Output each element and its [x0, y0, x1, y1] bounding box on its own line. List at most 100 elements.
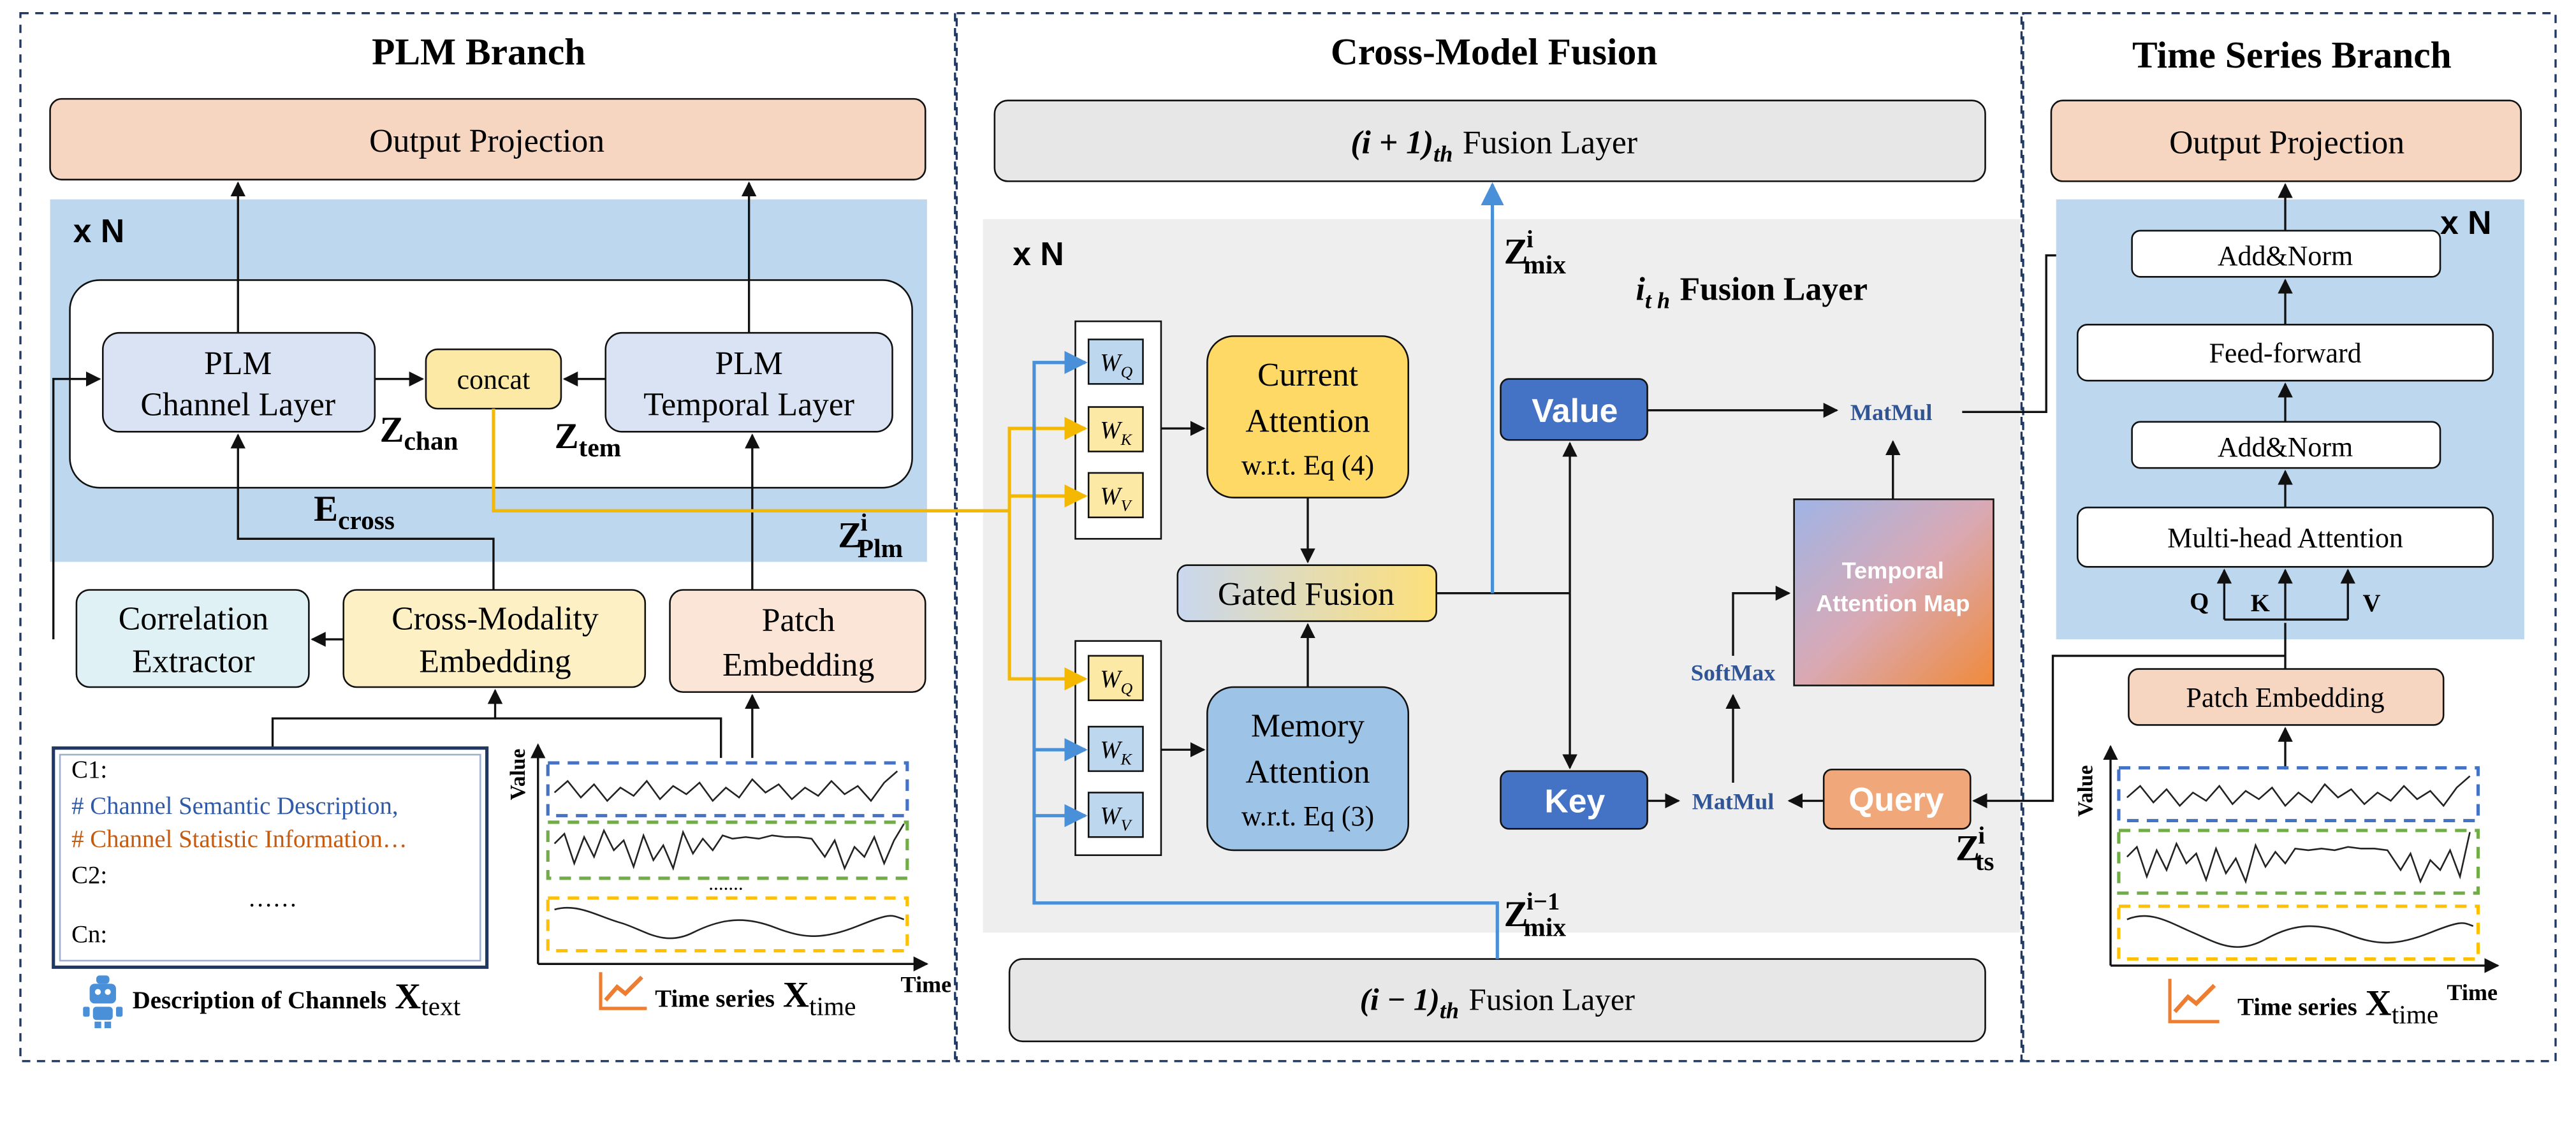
- plm-series-line-3: [554, 906, 905, 940]
- ts-output-projection-label: Output Projection: [2169, 124, 2404, 161]
- plm-series-chart: Value Time .......: [506, 743, 951, 997]
- current-attention-label-3: w.r.t. Eq (4): [1241, 450, 1374, 481]
- description-line-c2: C2:: [71, 862, 107, 889]
- cross-modality-embedding-label: Cross-Modality: [392, 601, 599, 637]
- plm-series-line-2: [553, 823, 905, 871]
- next-fusion-layer-box: [993, 99, 1986, 182]
- z-plm-to-wq-bottom: [1007, 511, 1088, 691]
- z-plm-to-wk-top: [1007, 417, 1088, 511]
- correlation-extractor-label-2: Extractor: [132, 644, 254, 680]
- gated-fusion-label: Gated Fusion: [1218, 576, 1394, 613]
- plm-output-projection-label: Output Projection: [369, 123, 604, 159]
- correlation-extractor-label: Correlation: [119, 601, 269, 637]
- z-tem-label: Ztem: [555, 416, 622, 462]
- text-input-to-cross-arrow: [271, 688, 503, 750]
- temporal-attention-map: [1793, 498, 1994, 686]
- robot-icon: [83, 975, 123, 1029]
- query-label: Query: [1848, 781, 1944, 818]
- ts-v-label: V: [2363, 590, 2381, 617]
- wk-box-bottom: [1087, 725, 1144, 773]
- matmul-bottom-label: MatMul: [1692, 788, 1775, 814]
- temporal-attention-map-label-1: Temporal: [1842, 557, 1944, 583]
- description-line-statistic: # Channel Statistic Information…: [71, 825, 407, 853]
- ts-q-label: Q: [2190, 588, 2209, 616]
- fusion-title: Cross-Model Fusion: [1331, 31, 1657, 73]
- ts-repeat-label: x N: [2440, 204, 2491, 241]
- wk-box-top: [1087, 406, 1144, 453]
- ts-chart-ylabel: Value: [2074, 765, 2098, 816]
- series-input-to-cross-line: [495, 717, 722, 758]
- wv-box-bottom: [1087, 792, 1144, 838]
- description-line-ellipsis: ……: [248, 885, 298, 912]
- wq-label-top: WQ: [1100, 349, 1132, 381]
- plm-output-projection-box: [49, 98, 926, 181]
- ts-series-chart: Value Time: [2074, 744, 2499, 1005]
- ts-chart-band-3: [2117, 904, 2480, 961]
- channel-description-box: [52, 746, 489, 969]
- wv-box-top: [1087, 472, 1144, 519]
- ts-chart-band-1: [2117, 766, 2480, 822]
- plm-chart-dots: .......: [708, 872, 743, 894]
- value-label: Value: [1532, 392, 1618, 429]
- plm-patch-embedding-box: [669, 589, 926, 693]
- plm-branch-title: PLM Branch: [372, 31, 585, 73]
- z-plm-flow-line: [492, 409, 1010, 512]
- cross-embedding-to-channel-arrow: [230, 433, 495, 590]
- memory-attention-label-3: w.r.t. Eq (3): [1241, 801, 1374, 832]
- temporal-attention-map-label-2: Attention Map: [1816, 590, 1970, 616]
- trend-chart-icon: [599, 972, 647, 1010]
- z-chan-label: Zchan: [380, 410, 458, 456]
- ts-branch-title: Time Series Branch: [2132, 34, 2452, 76]
- cross-modality-embedding-label-2: Embedding: [419, 644, 571, 680]
- ts-trend-chart-icon: [2168, 978, 2220, 1024]
- z-mix-prev-flow-line: [1032, 351, 1499, 959]
- correlation-to-channel-arrow: [52, 371, 101, 640]
- ts-add-norm-bottom-label: Add&Norm: [2218, 432, 2353, 463]
- concat-label: concat: [457, 364, 531, 395]
- ts-k-label: K: [2251, 590, 2270, 617]
- fusion-repeat-label: x N: [1013, 235, 1064, 272]
- ts-chart-xlabel: Time: [2447, 980, 2498, 1005]
- plm-patch-embedding-label-2: Embedding: [722, 647, 874, 683]
- key-box: [1500, 770, 1648, 830]
- ts-multi-head-attention-label: Multi-head Attention: [2167, 522, 2403, 553]
- description-line-semantic: # Channel Semantic Description,: [71, 792, 398, 820]
- memory-attention-label-1: Memory: [1251, 708, 1365, 744]
- plm-patch-embedding-label: Patch: [762, 602, 835, 639]
- ts-patch-to-query-arrow: [1972, 655, 2286, 809]
- value-box: [1500, 378, 1648, 441]
- ts-patch-embedding-label: Patch Embedding: [2186, 682, 2384, 713]
- plm-channel-layer-label-2: Channel Layer: [140, 386, 335, 423]
- plm-temporal-layer-label-2: Temporal Layer: [643, 386, 854, 423]
- plm-chart-ylabel: Value: [506, 748, 530, 800]
- wq-box-top: [1087, 338, 1144, 385]
- correlation-extractor-box: [75, 589, 310, 688]
- wk-label-bottom: WK: [1100, 736, 1132, 768]
- ts-chart-band-2: [2117, 829, 2480, 895]
- plm-chart-xlabel: Time: [900, 971, 951, 997]
- memory-attention-box: [1206, 686, 1410, 852]
- memory-attention-label-2: Attention: [1245, 754, 1370, 790]
- wv-label-bottom: WV: [1100, 802, 1132, 834]
- e-cross-label: Ecross: [314, 489, 395, 535]
- wq-label-bottom: WQ: [1100, 665, 1132, 697]
- ts-feed-forward-label: Feed-forward: [2209, 338, 2361, 369]
- ts-series-line-3: [2126, 915, 2474, 948]
- current-attention-label-2: Attention: [1245, 403, 1370, 439]
- description-line-c1: C1:: [71, 756, 107, 783]
- softmax-label: SoftMax: [1691, 660, 1776, 686]
- ts-series-line-2: [2126, 832, 2471, 884]
- wq-box-bottom: [1087, 655, 1144, 701]
- plm-branch-panel: [19, 12, 956, 1063]
- ts-output-projection-box: [2050, 99, 2522, 182]
